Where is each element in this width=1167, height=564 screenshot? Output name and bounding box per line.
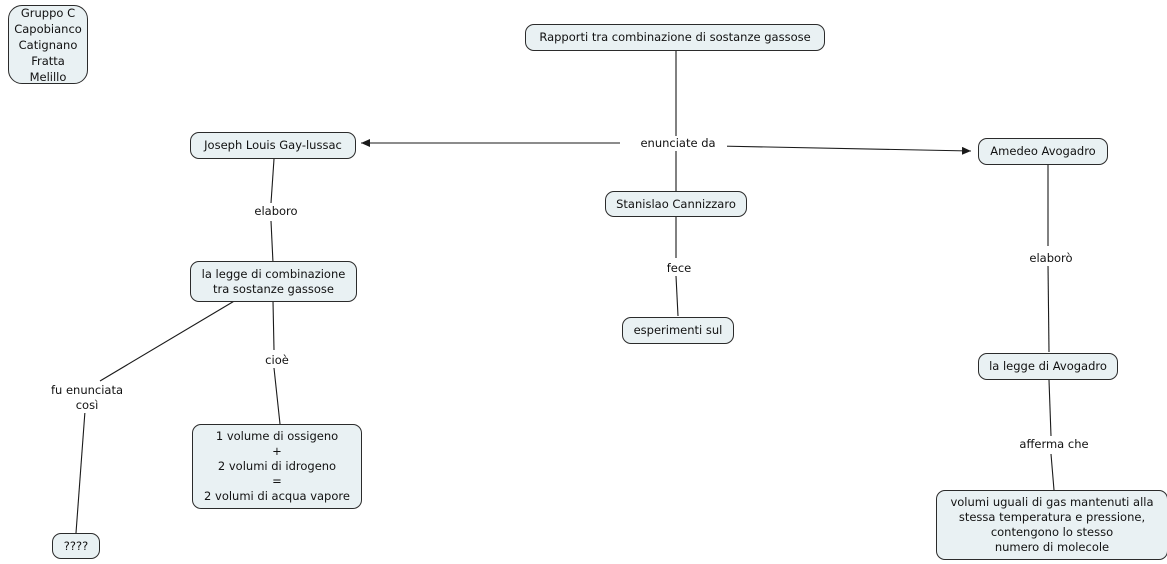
edge-legge-to-cioe — [272, 300, 275, 351]
edge-legge-to-fu-enunciata — [99, 299, 237, 382]
edge-legge-avogadro-to-afferma — [1048, 379, 1052, 437]
edge-label-fu-enunciata-cosi: fu enunciata così — [38, 383, 136, 413]
edge-junction-to-avogadro — [716, 145, 972, 155]
node-cannizzaro[interactable]: Stanislao Cannizzaro — [605, 191, 747, 217]
edge-label-afferma-che: afferma che — [1007, 437, 1101, 452]
edge-gaylussac-to-elaboro — [270, 158, 275, 204]
edge-fu-enunciata-to-unknown — [75, 410, 86, 534]
node-root-topic[interactable]: Rapporti tra combinazione di sostanze ga… — [525, 24, 825, 51]
edge-label-elaboro: elaboro — [240, 204, 312, 219]
edge-label-cioe: cioè — [253, 353, 301, 368]
node-legge-avogadro[interactable]: la legge di Avogadro — [978, 353, 1118, 380]
node-unknown[interactable]: ???? — [52, 533, 100, 559]
edge-cioe-to-equazione — [273, 367, 281, 425]
node-group-card[interactable]: Gruppo C Capobianco Catignano Fratta Mel… — [8, 5, 88, 84]
edge-fece-to-esperimenti — [675, 275, 679, 317]
node-legge-combinazione[interactable]: la legge di combinazione tra sostanze ga… — [190, 261, 357, 302]
edge-label-elaboro-accent: elaborò — [1015, 251, 1087, 266]
node-esperimenti[interactable]: esperimenti sul — [622, 317, 734, 344]
edge-label-enunciate-da: enunciate da — [629, 136, 727, 151]
edge-elaboro-accent-to-legge-avogadro — [1047, 263, 1050, 353]
node-equazione[interactable]: 1 volume di ossigeno + 2 volumi di idrog… — [192, 424, 362, 509]
node-avogadro[interactable]: Amedeo Avogadro — [978, 138, 1108, 165]
edge-afferma-to-enunciato — [1050, 453, 1055, 491]
node-gay-lussac[interactable]: Joseph Louis Gay-lussac — [190, 132, 356, 159]
edge-elaboro-to-legge — [270, 220, 274, 264]
edge-label-fece: fece — [653, 261, 705, 276]
node-enunciato-avogadro[interactable]: volumi uguali di gas mantenuti alla stes… — [936, 490, 1167, 560]
